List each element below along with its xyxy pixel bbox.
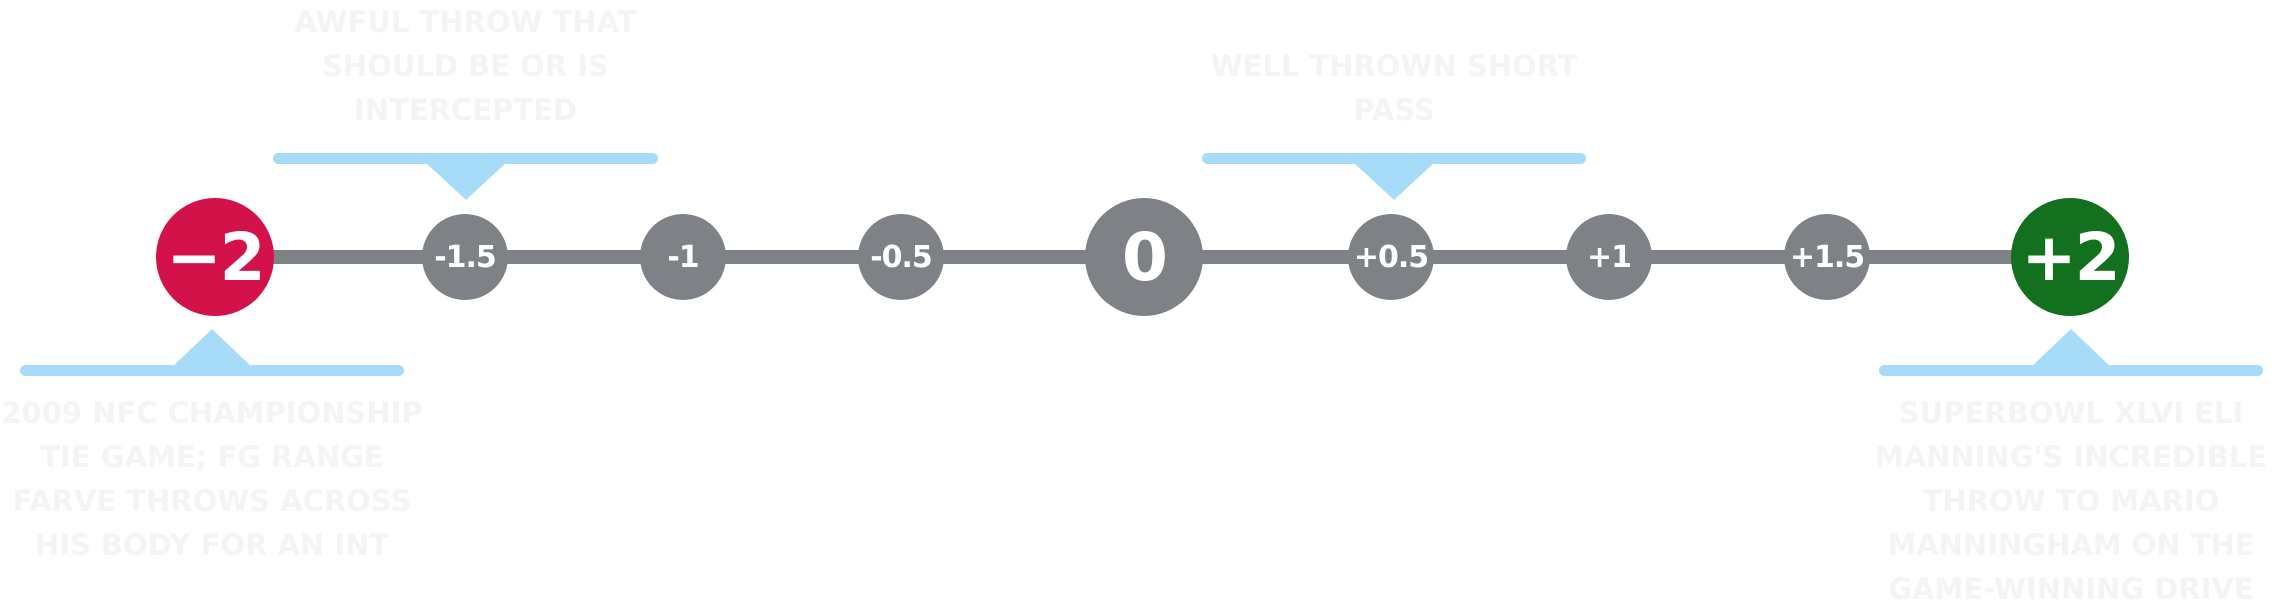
callout-awful-throw: Awful throw that should be or is interce… bbox=[273, 0, 658, 200]
scale-node-plus-2: +2 bbox=[2011, 198, 2129, 316]
callout-short-pass-bar bbox=[1202, 153, 1586, 164]
callout-superbowl-xlvi-pointer bbox=[2029, 329, 2113, 369]
callout-short-pass-text: Well thrown short pass bbox=[1210, 49, 1578, 127]
callout-awful-throw-pointer bbox=[424, 161, 508, 200]
callout-short-pass: Well thrown short pass bbox=[1202, 0, 1586, 200]
scale-node-plus-1-5: +1.5 bbox=[1784, 214, 1870, 300]
scale-node-minus-1-5: -1.5 bbox=[422, 214, 508, 300]
scale-node-zero: 0 bbox=[1085, 198, 1203, 316]
scale-node-plus-1: +1 bbox=[1566, 214, 1652, 300]
callout-superbowl-xlvi-text: Superbowl XLVI Eli Manning's incredible … bbox=[1874, 396, 2268, 606]
callout-awful-throw-text: Awful throw that should be or is interce… bbox=[294, 5, 637, 127]
callout-nfc-championship: 2009 NFC Championship tie game; FG range… bbox=[1, 329, 423, 608]
scale-node-minus-2: −2 bbox=[156, 198, 274, 316]
callout-nfc-championship-bar bbox=[20, 365, 404, 376]
callout-nfc-championship-pointer bbox=[170, 329, 254, 369]
scale-node-plus-0-5: +0.5 bbox=[1348, 214, 1434, 300]
callout-superbowl-xlvi: Superbowl XLVI Eli Manning's incredible … bbox=[1875, 329, 2267, 608]
callout-short-pass-pointer bbox=[1352, 161, 1436, 200]
scale-node-minus-1: -1 bbox=[640, 214, 726, 300]
callout-awful-throw-bar bbox=[273, 153, 658, 164]
scale-node-minus-0-5: -0.5 bbox=[858, 214, 944, 300]
callout-nfc-championship-text: 2009 NFC Championship tie game; FG range… bbox=[1, 396, 423, 562]
callout-superbowl-xlvi-bar bbox=[1879, 365, 2263, 376]
